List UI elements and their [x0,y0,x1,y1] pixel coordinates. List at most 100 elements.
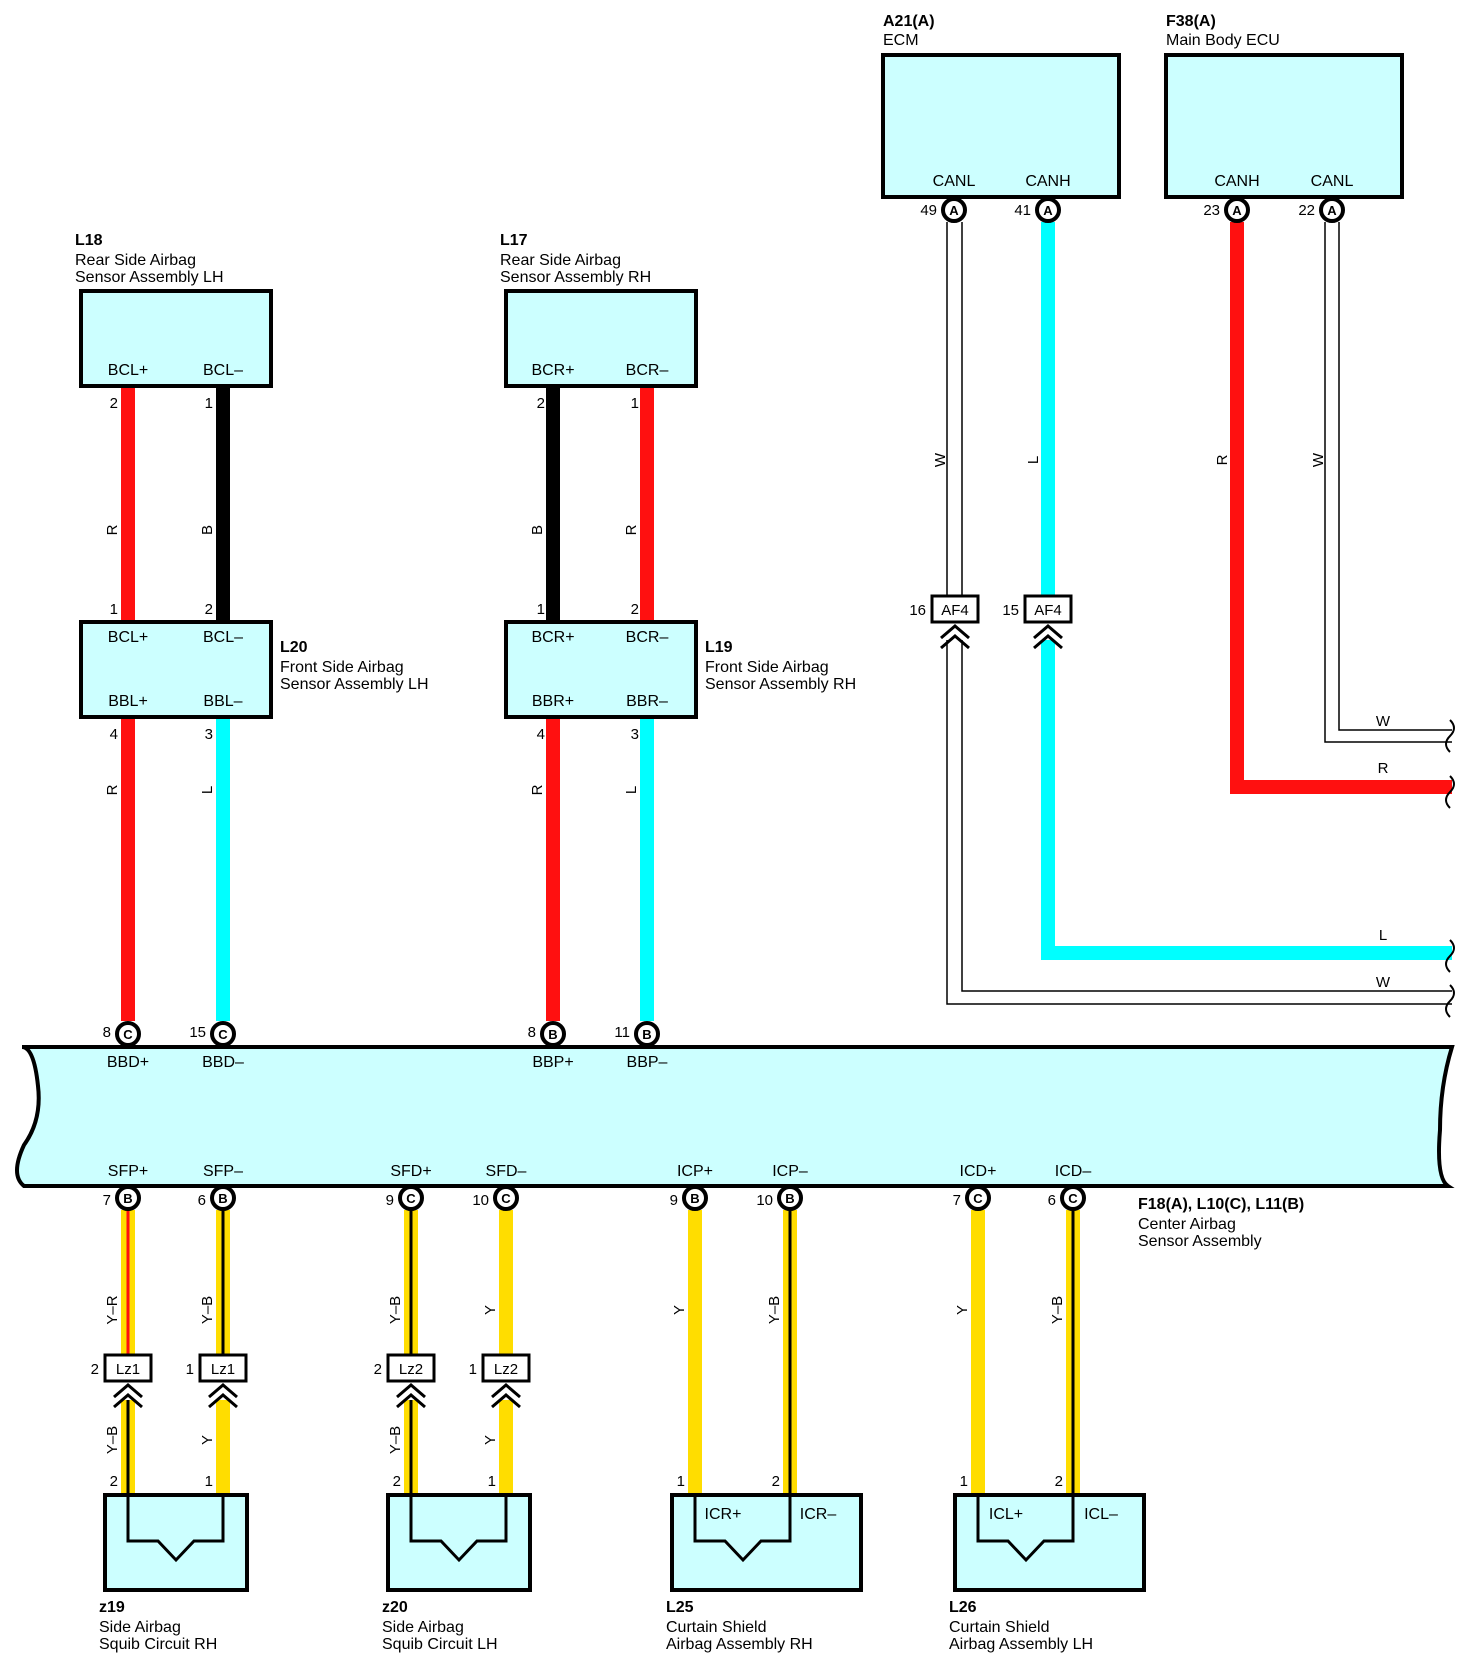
pin-name-icr-minus: ICR– [800,1506,837,1523]
pin-num-af4-15: 15 [1002,602,1019,619]
z19-code: z19 [99,1599,125,1616]
center-code: F18(A), L10(C), L11(B) [1138,1196,1304,1213]
pin-num-center-top-2: 15 [189,1024,206,1041]
wc-sfp-minus-up: Y–B [199,1296,216,1324]
pin-num-a21-canl: 49 [920,202,937,219]
pin-num-af4-16: 16 [909,602,926,619]
wc-out-l: L [1379,927,1387,944]
jc-af4-16-label: AF4 [941,602,969,619]
pin-num-center-top-4: 11 [614,1024,630,1041]
l17-code: L17 [500,232,528,249]
pin-name-l20-bbl-plus: BBL+ [108,693,148,710]
pin-letter-icp-p: B [690,1191,699,1206]
wc-sfp-minus-dn: Y [199,1435,216,1445]
wc-sfd-plus-dn: Y–B [387,1426,404,1454]
pin-name-l18-bcl-plus: BCL+ [108,362,148,379]
jc-lz1-1-label: Lz1 [211,1361,235,1378]
main-body-ecu-name: Main Body ECU [1166,32,1280,49]
pin-name-l19-bbr-plus: BBR+ [532,693,574,710]
pin-circle-f38-canl [1319,197,1345,223]
l19-name-1: Front Side Airbag [705,659,829,676]
pin-num-squib-1: 2 [110,1473,118,1490]
pin-num-center-bot-8: 6 [1048,1192,1056,1209]
pin-num-lz1-1: 1 [186,1361,194,1378]
jc-chevron-0 [940,624,970,650]
pin-circle-icp-m [777,1185,803,1211]
wc-f38-canl: W [1310,452,1327,467]
pin-letter-a21-canl: A [949,203,959,218]
pin-name-icl-minus: ICL– [1084,1506,1118,1523]
main-body-ecu-box [1164,53,1404,199]
pin-letter-bbd-m: C [218,1027,228,1042]
pin-letter-bbp-p: B [548,1027,557,1042]
z20-code: z20 [382,1599,408,1616]
pin-num-squib-4: 1 [488,1473,496,1490]
pin-num-center-bot-5: 9 [670,1192,678,1209]
pin-num-center-top-3: 8 [528,1024,536,1041]
l26-name-2: Airbag Assembly LH [949,1636,1093,1653]
pin-num-squib-8: 2 [1055,1473,1063,1490]
pin-circle-icd-p [965,1185,991,1211]
pin-num-lz2-1: 1 [469,1361,477,1378]
pin-circle-a21-canl [941,197,967,223]
l17-name-1: Rear Side Airbag [500,252,621,269]
pin-name-f38-canl: CANL [1311,173,1354,190]
pin-num-l17-2: 1 [631,395,639,412]
front-side-airbag-sensor-lh-box [79,620,273,719]
ecm-box [881,53,1121,199]
squib-symbol [126,1495,1075,1563]
pin-num-center-bot-3: 9 [386,1192,394,1209]
pin-name-icp-minus: ICP– [772,1163,808,1180]
wc-out-r: R [1378,760,1389,777]
wire-break-marks [1445,719,1455,1018]
center-name-2: Sensor Assembly [1138,1233,1262,1250]
pin-name-icd-minus: ICD– [1055,1163,1092,1180]
wc-sfd-plus-up: Y–B [387,1296,404,1324]
z19-name-1: Side Airbag [99,1619,181,1636]
pin-num-squib-7: 1 [960,1473,968,1490]
pin-num-lz2-2: 2 [374,1361,382,1378]
pin-name-l19-bcr-plus: BCR+ [531,629,574,646]
wc-sfd-minus-dn: Y [482,1435,499,1445]
pin-num-center-bot-4: 10 [472,1192,489,1209]
wire-color-labels: W L R W R B B R R L R L Y–R Y–B Y–B Y Y … [104,452,1391,1454]
wc-l20-2: L [199,786,216,794]
pin-name-l20-bcl-minus: BCL– [203,629,243,646]
jc-lz2-1-label: Lz2 [494,1361,518,1378]
l17-name-2: Sensor Assembly RH [500,269,651,286]
rear-side-airbag-sensor-rh-box [504,289,698,388]
pin-name-l19-bcr-minus: BCR– [626,629,669,646]
l18-name-2: Sensor Assembly LH [75,269,224,286]
pin-num-l20-bot-1: 4 [110,726,118,743]
main-body-ecu-code: F38(A) [1166,13,1216,30]
pin-circle-bbd-m [210,1021,236,1047]
wc-l18-1: R [104,524,121,535]
pin-name-sfp-minus: SFP– [203,1163,243,1180]
pin-num-l20-top-2: 2 [205,601,213,618]
pin-num-l19-top-1: 1 [537,601,545,618]
jc-chevron-3 [208,1383,238,1409]
pin-letter-f38-canl: A [1327,203,1337,218]
l19-code: L19 [705,639,733,656]
jc-lz1-2 [103,1353,153,1383]
pin-name-l18-bcl-minus: BCL– [203,362,243,379]
l20-name-1: Front Side Airbag [280,659,404,676]
pin-letter-icd-p: C [973,1191,983,1206]
pin-num-l20-top-1: 1 [110,601,118,618]
pin-circle-sfp-m [210,1185,236,1211]
pin-name-icl-plus: ICL+ [989,1506,1023,1523]
pin-num-l17-1: 2 [537,395,545,412]
pin-num-l18-1: 2 [110,395,118,412]
jc-af4-15 [1023,594,1073,624]
wc-out-w-bot: W [1376,974,1391,991]
wc-l18-2: B [199,525,216,535]
pin-num-l19-bot-2: 3 [631,726,639,743]
wc-sfp-plus-up: Y–R [104,1295,121,1324]
l18-name-1: Rear Side Airbag [75,252,196,269]
l25-name-1: Curtain Shield [666,1619,767,1636]
pin-num-lz1-2: 2 [91,1361,99,1378]
wc-a21-canl: W [932,452,949,467]
jc-lz2-2-label: Lz2 [399,1361,423,1378]
